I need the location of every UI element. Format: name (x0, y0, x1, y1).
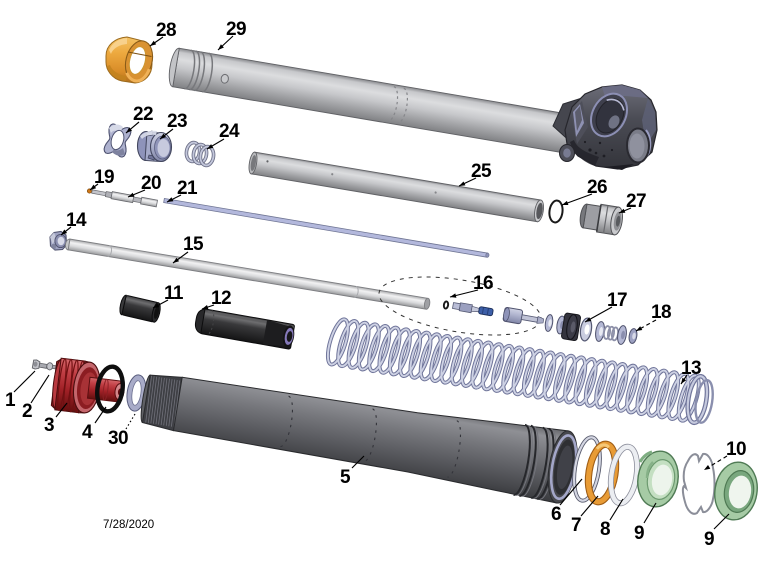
svg-text:8: 8 (600, 519, 610, 540)
svg-text:3: 3 (44, 415, 54, 436)
svg-text:7/28/2020: 7/28/2020 (103, 519, 154, 531)
svg-text:9: 9 (634, 523, 644, 544)
svg-text:26: 26 (587, 177, 607, 198)
svg-text:18: 18 (651, 302, 671, 323)
svg-text:4: 4 (82, 422, 93, 443)
svg-text:21: 21 (177, 178, 198, 199)
svg-text:11: 11 (164, 283, 184, 304)
svg-text:24: 24 (219, 121, 240, 142)
svg-text:28: 28 (156, 20, 176, 41)
svg-text:23: 23 (167, 111, 187, 132)
svg-text:6: 6 (551, 504, 561, 525)
svg-text:5: 5 (340, 467, 351, 488)
svg-text:20: 20 (141, 173, 161, 194)
svg-text:22: 22 (133, 104, 153, 125)
svg-text:16: 16 (473, 273, 493, 294)
svg-text:12: 12 (211, 288, 231, 309)
svg-text:19: 19 (94, 167, 114, 188)
svg-text:10: 10 (726, 439, 746, 460)
svg-text:2: 2 (22, 401, 32, 422)
svg-text:17: 17 (607, 290, 627, 311)
svg-text:29: 29 (226, 19, 246, 40)
svg-text:25: 25 (471, 161, 492, 182)
svg-text:1: 1 (5, 390, 16, 411)
svg-text:27: 27 (626, 191, 646, 212)
svg-text:14: 14 (66, 210, 87, 231)
svg-text:13: 13 (681, 358, 701, 379)
svg-text:9: 9 (704, 529, 714, 550)
svg-text:15: 15 (183, 234, 204, 255)
svg-text:30: 30 (108, 428, 128, 449)
svg-text:7: 7 (571, 515, 581, 536)
